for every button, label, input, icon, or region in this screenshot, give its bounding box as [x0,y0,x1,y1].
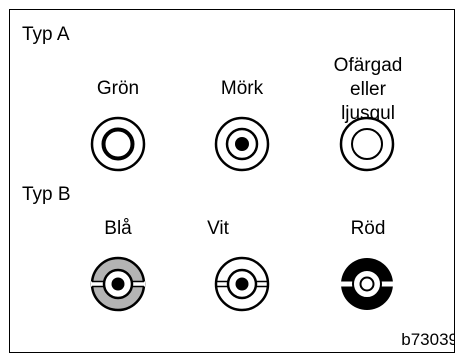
type-b-label-bla: Blå [104,218,132,239]
figure-frame: Typ A Grön Mörk Ofärgad eller ljusgul Ty… [9,9,455,353]
type-b-heading: Typ B [22,184,71,205]
type-b-label-vit: Vit [207,218,229,239]
type-a-label-mork: Mörk [220,78,264,99]
open-ring-icon [90,116,146,172]
grey-split-ring-icon [90,256,146,312]
type-b-label-rod: Röd [350,218,386,239]
type-a-label-ofargad: Ofärgad eller ljusgul [333,55,403,124]
plain-ring-icon [339,116,395,172]
white-split-ring-icon [214,256,270,312]
figure-code: b73039 [401,330,455,349]
black-split-ring-icon [340,258,394,310]
type-a-label-gron: Grön [96,78,140,99]
ring-with-dot-icon [214,116,270,172]
type-a-heading: Typ A [22,24,70,45]
